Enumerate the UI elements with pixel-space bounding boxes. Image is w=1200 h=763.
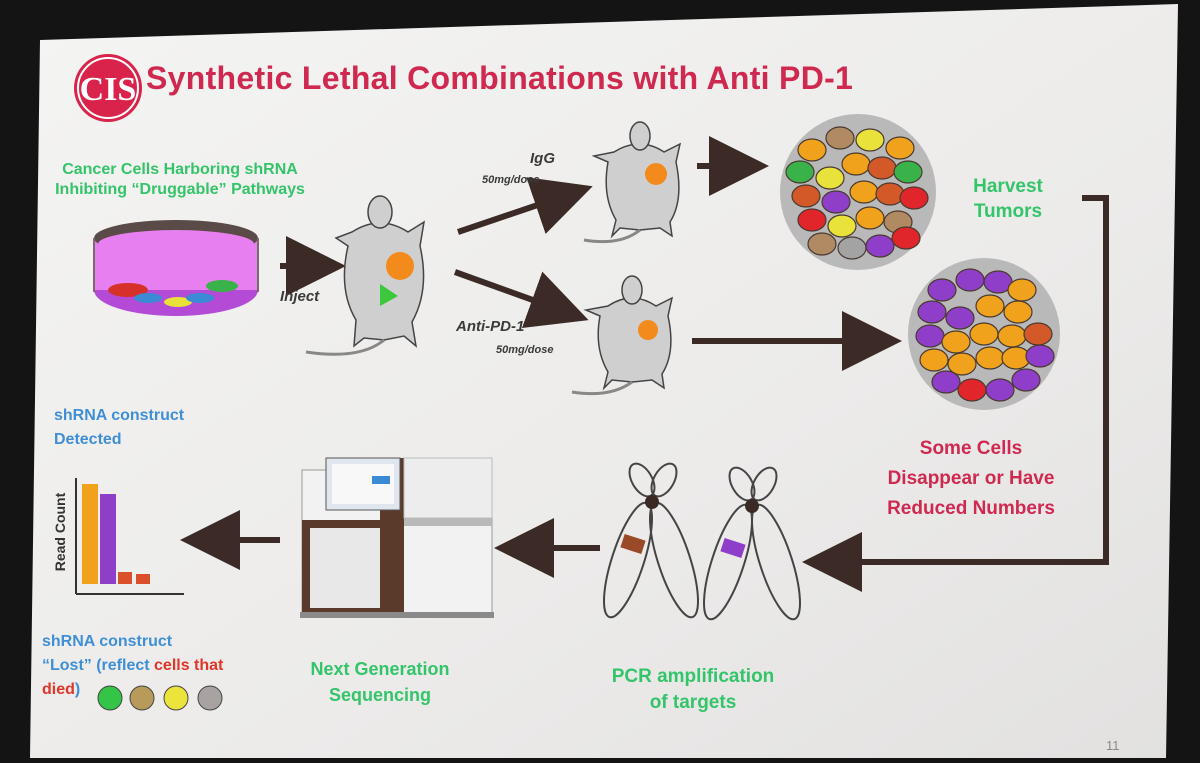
some-cells-label: Some Cells Disappear or Have Reduced Num…: [858, 434, 1084, 524]
slide-title: Synthetic Lethal Combinations with Anti …: [146, 60, 853, 97]
ngs-line2: Sequencing: [290, 682, 470, 708]
page-number: 11: [1106, 738, 1120, 753]
anti-pd1-label: Anti-PD-1: [456, 318, 524, 335]
pcr-label: PCR amplification of targets: [580, 664, 806, 716]
tumor-cluster-igg-icon: [780, 114, 936, 270]
pcr-line1: PCR amplification: [580, 664, 806, 690]
harvest-tumors-label: Harvest Tumors: [958, 174, 1058, 224]
some-cells-line2: Disappear or Have: [858, 464, 1084, 494]
cancer-cells-line1: Cancer Cells Harboring shRNA: [40, 160, 320, 180]
lost-line2-red: cells that: [154, 657, 223, 674]
bar-purple: [100, 494, 116, 584]
lost-label: shRNA construct “Lost” (reflect cells th…: [42, 630, 223, 702]
ngs-label: Next Generation Sequencing: [290, 656, 470, 708]
cancer-cells-line2: Inhibiting “Druggable” Pathways: [40, 180, 320, 200]
anti-pd1-dose-label: 50mg/dose: [496, 344, 553, 356]
inject-label: Inject: [280, 288, 319, 305]
ngs-line1: Next Generation: [290, 656, 470, 682]
bar-small-2: [136, 574, 150, 584]
harvest-line1: Harvest: [958, 174, 1058, 199]
igg-label: IgG: [530, 150, 555, 167]
logo-icon: CIS: [74, 54, 142, 122]
harvest-line2: Tumors: [958, 199, 1058, 224]
read-count-axis-label: Read Count: [52, 490, 68, 574]
detected-line1: shRNA construct: [54, 404, 184, 428]
lost-line3-red: died: [42, 681, 75, 698]
sequencer-icon: [300, 458, 494, 618]
tumor-cluster-pd1-icon: [908, 258, 1060, 410]
lost-line2: “Lost” (reflect cells that: [42, 654, 223, 678]
bar-orange: [82, 484, 98, 584]
lost-line3-blue: ): [75, 681, 80, 698]
lost-line3: died): [42, 678, 223, 702]
bar-small-1: [118, 572, 132, 584]
some-cells-line1: Some Cells: [858, 434, 1084, 464]
lost-line2-blue: “Lost” (reflect: [42, 657, 154, 674]
some-cells-line3: Reduced Numbers: [858, 494, 1084, 524]
svg-text:CIS: CIS: [80, 71, 137, 108]
lost-line1: shRNA construct: [42, 630, 223, 654]
detected-line2: Detected: [54, 428, 184, 452]
igg-dose-label: 50mg/dose: [482, 174, 539, 186]
pcr-line2: of targets: [580, 690, 806, 716]
petri-dish-icon: [94, 220, 258, 316]
detected-label: shRNA construct Detected: [54, 404, 184, 452]
cancer-cells-label: Cancer Cells Harboring shRNA Inhibiting …: [40, 160, 320, 200]
